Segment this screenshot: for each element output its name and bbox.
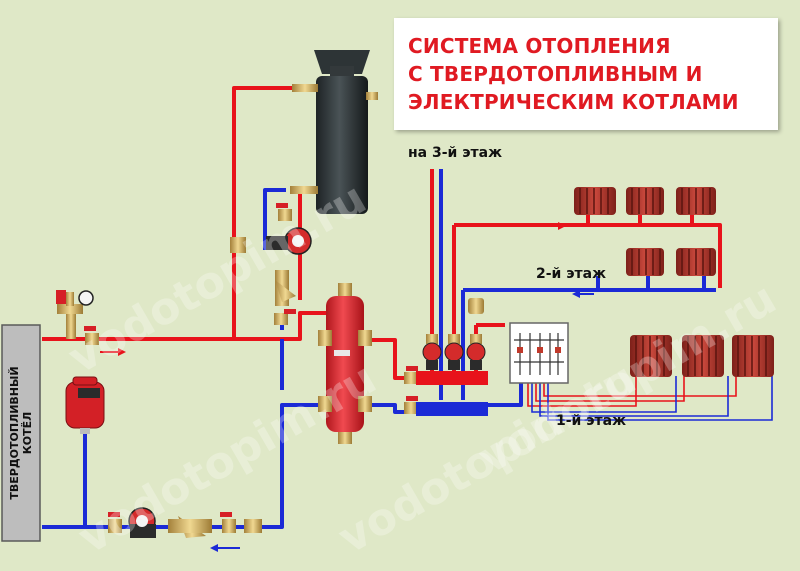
floor1-manifold-lines <box>527 376 773 421</box>
floor3-label: на 3-й этаж <box>408 145 503 161</box>
floor2-radiators <box>574 187 716 276</box>
floor2-label: 2-й этаж <box>536 266 607 282</box>
floor1-radiators <box>630 335 774 377</box>
electric-pump-group <box>230 203 312 306</box>
supply-main-pipe <box>42 311 342 341</box>
flow-arrows <box>100 222 594 552</box>
floor2-radiator-return-taps <box>596 276 706 290</box>
solid-boiler-label-text: ТВЕРДОТОПЛИВНЫЙ КОТЁЛ <box>8 366 34 499</box>
collector-valves <box>404 366 418 414</box>
solid-boiler-label: ТВЕРДОТОПЛИВНЫЙ КОТЁЛ <box>2 326 40 540</box>
solid-boiler-label-line-2: КОТЁЛ <box>21 411 34 455</box>
return-main-pipe <box>42 403 342 529</box>
electric-boiler <box>290 50 378 214</box>
expansion-tank <box>65 376 105 434</box>
floor2-radiator-supply-taps <box>586 214 694 225</box>
distribution-collectors <box>416 371 488 416</box>
floor1-manifold-return <box>488 383 523 407</box>
title-box: СИСТЕМА ОТОПЛЕНИЯ С ТВЕРДОТОПЛИВНЫМ И ЭЛ… <box>394 18 778 130</box>
hydraulic-separator <box>318 283 372 444</box>
title-line-2: С ТВЕРДОТОПЛИВНЫМ И <box>408 62 703 86</box>
title-line-3: ЭЛЕКТРИЧЕСКИМ КОТЛАМИ <box>408 90 739 114</box>
floor1-manifold <box>509 322 569 384</box>
floor2-supply-line <box>454 223 722 288</box>
return-pump-group <box>108 507 262 538</box>
solid-fuel-boiler <box>1 324 41 542</box>
floor1-label: 1-й этаж <box>556 413 627 429</box>
safety-group <box>56 290 94 339</box>
title-line-1: СИСТЕМА ОТОПЛЕНИЯ <box>408 34 671 58</box>
distribution-pumps <box>422 298 486 370</box>
supply-riser-pipe <box>232 86 318 339</box>
valve-group-supply <box>84 309 296 345</box>
solid-boiler-label-line-1: ТВЕРДОТОПЛИВНЫЙ <box>8 366 21 500</box>
electric-return-pipe <box>263 188 286 250</box>
